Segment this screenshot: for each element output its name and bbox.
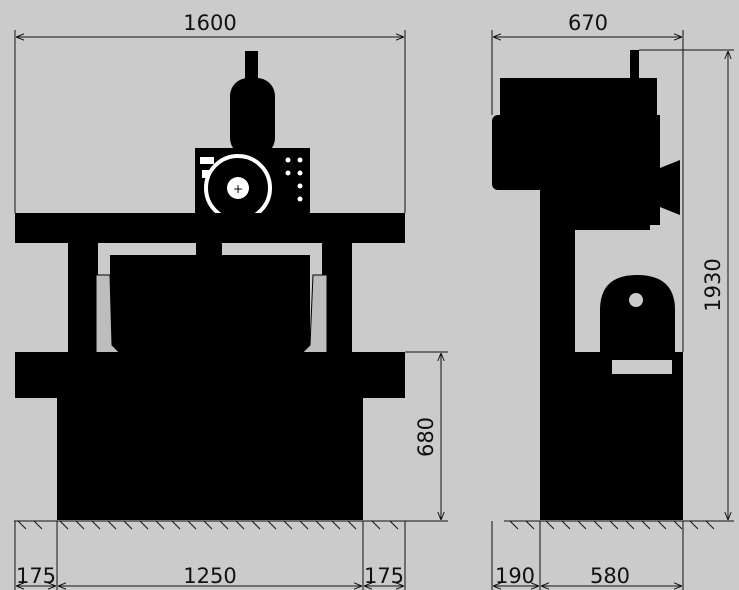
side-floor-hatch — [504, 520, 720, 530]
dim-overall-depth: 670 — [568, 11, 608, 35]
beam-slot — [222, 243, 340, 253]
front-dimensions — [14, 30, 448, 590]
front-view: + — [15, 51, 405, 520]
dim-overall-width: 1600 — [183, 11, 236, 35]
side-motor — [492, 115, 544, 190]
center-body — [110, 255, 310, 353]
dim-base-width: 1250 — [183, 564, 236, 588]
side-base-slot — [612, 360, 672, 374]
upper-beam — [15, 213, 405, 243]
dim-side-left-offset: 190 — [495, 564, 535, 588]
indicator-light — [285, 170, 291, 176]
front-floor-hatch — [14, 520, 410, 530]
side-dimensions — [491, 30, 734, 590]
side-arm — [575, 215, 650, 230]
control-panel-left — [200, 157, 214, 164]
side-head — [500, 78, 657, 118]
machine-base — [57, 352, 363, 520]
left-bellows — [95, 274, 122, 354]
indicator-light — [297, 170, 303, 176]
side-handwheel — [655, 160, 680, 215]
side-base — [540, 352, 683, 520]
left-column — [68, 243, 98, 353]
dim-left-offset: 175 — [16, 564, 56, 588]
spindle-shaft — [245, 51, 258, 84]
dim-right-offset: 175 — [364, 564, 404, 588]
handwheel-center-mark: + — [233, 182, 243, 196]
dim-overall-height: 1930 — [701, 258, 725, 311]
side-spindle-shaft — [630, 50, 639, 80]
dim-base-depth: 580 — [590, 564, 630, 588]
side-lifting-bracket — [600, 275, 675, 352]
indicator-light — [285, 157, 291, 163]
side-view — [492, 50, 683, 520]
dim-table-height: 680 — [414, 417, 438, 457]
side-lifting-eye — [629, 293, 643, 307]
beam-slot — [98, 243, 196, 253]
indicator-light — [297, 157, 303, 163]
indicator-light — [297, 196, 303, 202]
handwheel-hub — [227, 177, 249, 199]
control-panel-left-2 — [202, 170, 210, 178]
spindle-motor — [230, 78, 275, 156]
indicator-light — [297, 183, 303, 189]
